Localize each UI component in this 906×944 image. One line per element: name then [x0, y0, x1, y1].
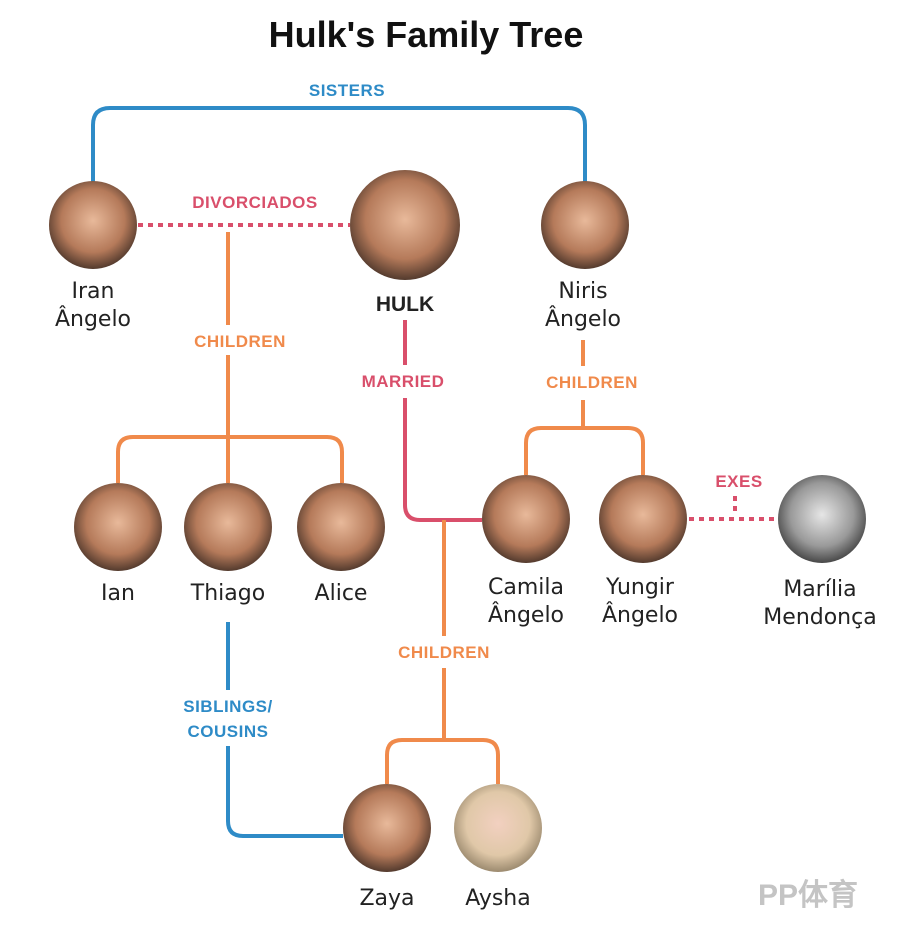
avatar-camila [482, 475, 570, 563]
name-yungir-first: Yungir [605, 575, 675, 600]
name-aysha: Aysha [465, 886, 530, 911]
avatar-ian [74, 483, 162, 571]
name-iran-first: Iran [72, 279, 115, 304]
children-line-camila [385, 520, 500, 784]
avatar-thiago [184, 483, 272, 571]
avatar-aysha [454, 784, 542, 872]
sisters-line [91, 106, 587, 183]
name-yungir-last: Ângelo [602, 602, 678, 628]
married-label: MARRIED [362, 372, 445, 391]
siblings-label-line1: SIBLINGS/ [183, 697, 273, 716]
name-camila-last: Ângelo [488, 602, 564, 628]
avatar-marilia [778, 475, 866, 563]
children-label-2: CHILDREN [546, 373, 638, 392]
married-line [403, 320, 482, 522]
watermark-logo: PP体育 [758, 878, 858, 912]
name-marilia-first: Marília [783, 577, 856, 602]
siblings-label-line2: COUSINS [188, 722, 269, 741]
children-label-1: CHILDREN [194, 332, 286, 351]
sisters-label: SISTERS [309, 81, 385, 100]
name-iran-last: Ângelo [55, 306, 131, 332]
name-niris-first: Niris [558, 279, 607, 304]
avatar-iran [49, 181, 137, 269]
name-niris-last: Ângelo [545, 306, 621, 332]
name-camila-first: Camila [488, 575, 564, 600]
divorced-label: DIVORCIADOS [192, 193, 317, 212]
avatar-hulk [350, 170, 460, 280]
page-title: Hulk's Family Tree [269, 14, 584, 55]
avatar-zaya [343, 784, 431, 872]
name-alice: Alice [315, 581, 368, 606]
avatar-niris [541, 181, 629, 269]
children-line-hulk-iran [116, 232, 344, 483]
name-hulk: HULK [376, 293, 434, 316]
exes-line [689, 496, 778, 521]
avatar-yungir [599, 475, 687, 563]
name-zaya: Zaya [359, 886, 414, 911]
name-marilia-last: Mendonça [763, 605, 876, 630]
siblings-line [226, 622, 343, 838]
avatar-alice [297, 483, 385, 571]
children-label-3: CHILDREN [398, 643, 490, 662]
exes-label: EXES [715, 472, 762, 491]
name-thiago: Thiago [190, 581, 265, 606]
name-ian: Ian [101, 581, 135, 606]
children-line-niris [524, 340, 645, 475]
